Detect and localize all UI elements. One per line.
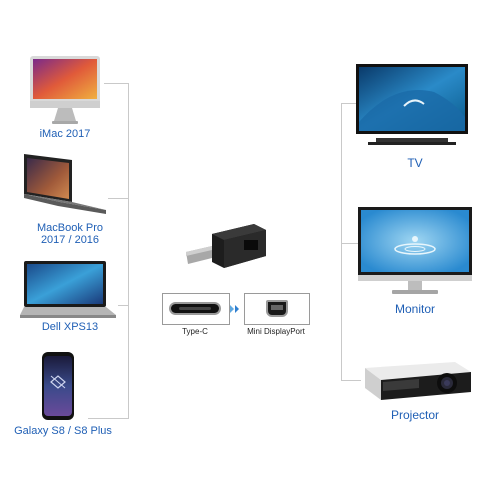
left-branch-macbook — [108, 198, 129, 199]
projector-label: Projector — [390, 408, 440, 422]
left-vertical-line — [128, 83, 129, 418]
left-branch-imac — [104, 83, 129, 84]
adapter-image — [182, 222, 270, 278]
right-vertical-line — [341, 103, 342, 380]
mini-displayport-icon — [266, 300, 288, 317]
tv-label: TV — [407, 156, 423, 170]
macbook-image — [20, 152, 108, 222]
right-branch-projector — [341, 380, 361, 381]
tv-image — [354, 62, 470, 152]
dell-label: Dell XPS13 — [41, 321, 99, 333]
dell-image — [20, 259, 118, 319]
monitor-image — [356, 205, 474, 297]
right-branch-tv — [341, 103, 357, 104]
galaxy-label: Galaxy S8 / S8 Plus — [14, 425, 112, 437]
type-c-port-box — [162, 293, 230, 325]
type-c-label: Type-C — [182, 327, 208, 336]
projector-image — [361, 358, 473, 404]
type-c-port-icon — [169, 302, 221, 315]
left-branch-galaxy — [88, 418, 129, 419]
monitor-label: Monitor — [394, 302, 435, 316]
galaxy-image — [40, 352, 76, 422]
mini-displayport-box — [244, 293, 310, 325]
macbook-label-line2: 2017 / 2016 — [40, 234, 100, 246]
right-branch-monitor — [341, 243, 359, 244]
left-branch-dell — [118, 305, 129, 306]
arrow-right-icon — [229, 302, 241, 314]
mini-displayport-label: Mini DisplayPort — [247, 327, 305, 336]
macbook-label-line1: MacBook Pro — [36, 222, 104, 234]
imac-label: iMac 2017 — [39, 128, 91, 140]
imac-image — [28, 55, 102, 127]
